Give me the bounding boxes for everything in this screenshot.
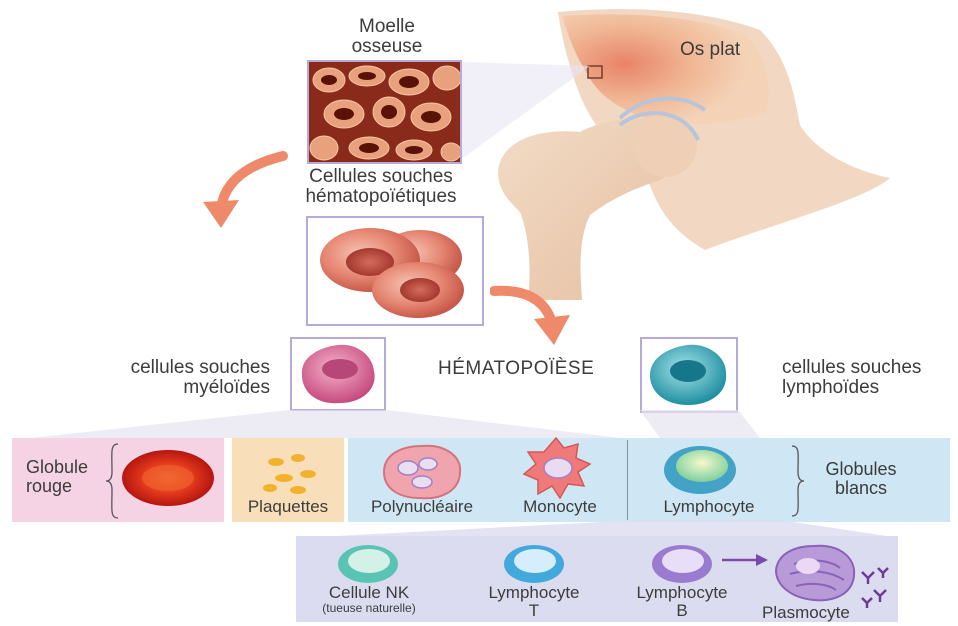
moelle-osseuse-label: Moelle osseuse [322, 17, 452, 57]
monocyte-icon [520, 436, 592, 500]
red-blood-cell-icon [118, 447, 218, 509]
band-divider [627, 440, 628, 520]
cellule-nk-label: Cellule NK (tueuse naturelle) [296, 584, 442, 614]
t-lymphocyte-icon [502, 542, 566, 584]
b-to-plasmocyte-arrow-icon [720, 552, 770, 568]
hematopoiese-label: HÉMATOPOÏÈSE [438, 359, 594, 379]
zoom-lines [460, 60, 600, 170]
polynuclear-cell-icon [378, 442, 466, 502]
globule-rouge-label: Globule rouge [26, 458, 88, 496]
os-plat-label: Os plat [680, 40, 740, 60]
myeloid-stem-cell-image [290, 337, 386, 411]
arrow-left-icon [195, 150, 295, 230]
b-lymphocyte-icon [650, 542, 714, 584]
nk-cell-icon [336, 542, 400, 584]
myeloid-stem-cells-label: cellules souches myéloïdes [30, 358, 270, 398]
brace-right-icon [790, 444, 806, 518]
hematopoietic-stem-cells-image [306, 216, 484, 326]
monocyte-label: Monocyte [504, 498, 616, 516]
polynucleaire-label: Polynucléaire [348, 498, 496, 516]
bone-marrow-image [307, 60, 462, 164]
plasmocyte-icon [770, 540, 896, 612]
lymphocyte-b-label: Lymphocyte B [612, 584, 752, 620]
lymphocyte-t-label: Lymphocyte T [464, 584, 604, 620]
lymphoid-stem-cells-label: cellules souches lymphoïdes [782, 358, 921, 398]
plasmocyte-label: Plasmocyte [762, 604, 850, 622]
arrow-right-icon [490, 285, 580, 350]
lymphoid-stem-cell-image [640, 337, 738, 413]
fan-projections [0, 410, 958, 440]
platelets-icon [258, 450, 322, 498]
lymphocyte-label: Lymphocyte [640, 498, 778, 516]
globules-blancs-label: Globules blancs [806, 460, 916, 498]
plaquettes-label: Plaquettes [232, 498, 344, 516]
lymphocyte-icon [660, 440, 740, 498]
